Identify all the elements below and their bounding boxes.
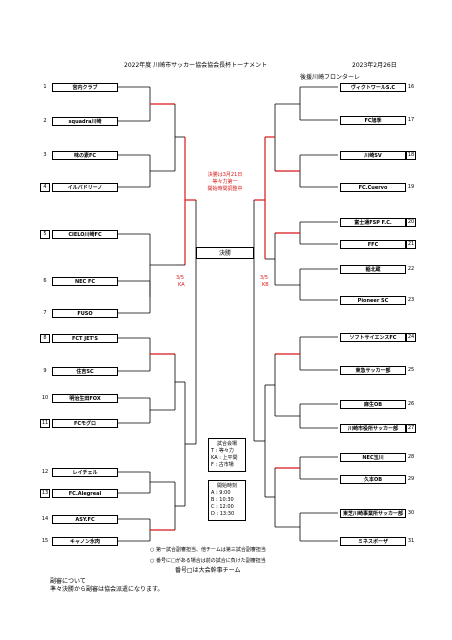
left-team-number: 11	[40, 419, 50, 428]
time-title: 開始時刻	[216, 483, 237, 489]
venue-title: 試合会場	[216, 441, 237, 447]
final-note-line: 決勝は3月21日	[207, 172, 243, 178]
time-line: C : 12:00	[211, 504, 234, 510]
legend-line-2: ○ 番号に□がある場合は前の試合に負けた副審担当	[150, 558, 266, 565]
right-team-name: NEC玉川	[340, 453, 406, 462]
left-team-name: NEC FC	[52, 277, 118, 286]
time-line: B : 10:30	[211, 497, 234, 503]
right-team-name: ヴィクトワールS.C	[340, 83, 406, 92]
time-box: 開始時刻 A : 9:00 B : 10:30 C : 12:00 D : 13…	[208, 480, 246, 521]
right-team-name: FC旭季	[340, 116, 406, 125]
left-team-number: 15	[41, 538, 49, 544]
right-team-name: 川崎市役所サッカー部	[340, 424, 406, 433]
left-team-name: キャノン氷肉	[52, 537, 118, 546]
left-team-name: CIELO川崎FC	[52, 230, 118, 239]
right-team-name: 稲北蔵	[340, 265, 406, 274]
left-team-number: 7	[43, 310, 47, 316]
venue-line: F : 古市場	[211, 462, 234, 468]
left-team-name: FCモグロ	[52, 419, 118, 428]
left-team-name: 宮内クラブ	[52, 83, 118, 92]
footer-line-2: 準々決勝から副審は協会派遣になります。	[50, 586, 164, 593]
left-team-number: 13	[40, 489, 50, 498]
semi-left-date: 3/5	[176, 275, 185, 281]
final-note: 決勝は3月21日 等々力第一 開始時間調整中	[200, 172, 250, 193]
right-team-number: 30	[407, 510, 415, 516]
right-team-number: 20	[406, 218, 416, 227]
final-box: 決勝	[196, 247, 254, 259]
right-team-number: 19	[407, 184, 415, 190]
right-team-number: 17	[407, 117, 415, 123]
legend-line-1: ○ 第一試合副審担当、他チームは第三試合副審担当	[150, 547, 266, 554]
left-team-name: 味の素FC	[52, 151, 118, 160]
venue-line: KA : 上平間	[211, 455, 238, 461]
final-note-line: 等々力第一	[212, 179, 238, 185]
right-team-name: FC.Cuervo	[340, 183, 406, 192]
left-team-number: 4	[40, 183, 50, 192]
legend-line-3: 番号□は大会幹事チーム	[175, 567, 241, 574]
left-team-name: FC.Alegreal	[52, 489, 118, 498]
legend-text: 番号に□がある場合は前の試合に負けた副審担当	[155, 558, 266, 564]
semi-left-venue: KA	[178, 282, 185, 288]
right-team-number: 21	[406, 240, 416, 249]
footer-line-1: 副審について	[50, 578, 86, 585]
time-line: D : 13:30	[211, 511, 235, 517]
right-team-name: FFC	[340, 240, 406, 249]
right-team-number: 23	[407, 297, 415, 303]
right-team-name: ミネスボーザ	[340, 537, 406, 546]
right-team-number: 29	[407, 476, 415, 482]
left-team-number: 8	[40, 334, 50, 343]
left-team-number: 1	[43, 84, 47, 90]
time-line: A : 9:00	[211, 490, 231, 496]
right-team-number: 16	[407, 84, 415, 90]
final-note-line: 開始時間調整中	[207, 186, 243, 192]
right-team-name: 川崎SV	[340, 151, 406, 160]
right-team-number: 26	[407, 401, 415, 407]
left-team-number: 10	[41, 395, 49, 401]
left-team-name: FCT JET'S	[52, 334, 118, 343]
right-team-name: ソフトサイエンスFC	[340, 333, 406, 342]
right-team-number: 22	[407, 266, 415, 272]
right-team-number: 25	[407, 367, 415, 373]
right-team-number: 27	[406, 424, 416, 433]
semi-right-venue: KB	[262, 282, 269, 288]
right-team-number: 31	[407, 538, 415, 544]
left-team-number: 3	[43, 152, 47, 158]
right-team-number: 28	[407, 454, 415, 460]
left-team-name: 住吉SC	[52, 367, 118, 376]
left-team-number: 2	[43, 118, 47, 124]
right-team-name: 東芝川崎事業所サッカー部	[340, 509, 406, 518]
semi-right-date: 3/5	[260, 275, 269, 281]
left-team-number: 14	[41, 516, 49, 522]
left-team-number: 6	[43, 278, 47, 284]
right-team-name: 久本OB	[340, 475, 406, 484]
venue-box: 試合会場 T : 等々力 KA : 上平間 F : 古市場	[208, 438, 246, 472]
legend-text: 第一試合副審担当、他チームは第三試合副審担当	[155, 547, 266, 553]
right-team-name: Pioneer SC	[340, 296, 406, 305]
left-team-name: 明治生田FOX	[52, 394, 118, 403]
right-team-number: 18	[406, 151, 416, 160]
right-team-name: 富士通FSP F.C.	[340, 218, 406, 227]
right-team-number: 24	[406, 333, 416, 342]
legend-circle-icon: ○	[150, 558, 155, 564]
left-team-number: 9	[43, 368, 47, 374]
left-team-number: 5	[40, 230, 50, 239]
page-title: 2022年度 川崎市サッカー協会協会長杯トーナメント	[124, 62, 268, 69]
left-team-name: ASY.FC	[52, 515, 118, 524]
right-team-name: 麻生OB	[340, 400, 406, 409]
sponsor-label: 後援川崎フロンターレ	[300, 74, 361, 81]
left-team-name: イルバドリーノ	[52, 183, 118, 192]
left-team-name: FUSO	[52, 309, 118, 318]
legend-circle-icon: ○	[150, 547, 155, 553]
left-team-name: レイチェル	[52, 468, 118, 477]
right-team-name: 東急サッカー部	[340, 366, 406, 375]
venue-line: T : 等々力	[211, 448, 234, 454]
left-team-name: squadra川崎	[52, 117, 118, 126]
date-label: 2023年2月26日	[352, 62, 397, 69]
left-team-number: 12	[41, 469, 49, 475]
